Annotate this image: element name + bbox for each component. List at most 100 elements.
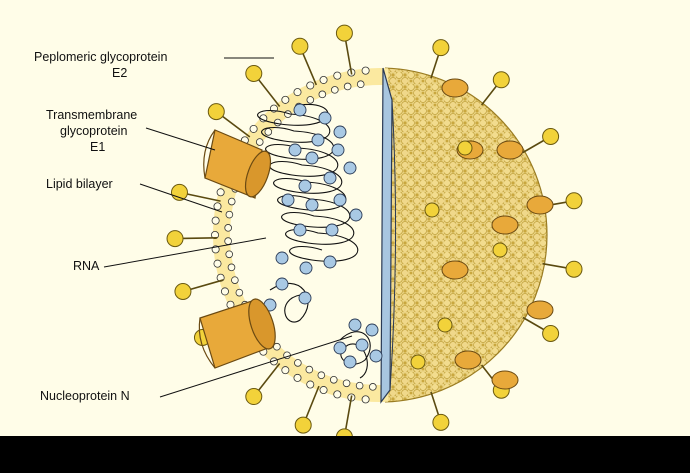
- surface-glycoprotein: [442, 261, 468, 279]
- lipid-head-inner: [265, 129, 272, 136]
- nucleoprotein-bead: [300, 262, 312, 274]
- nucleoprotein-bead: [366, 324, 378, 336]
- lipid-head-inner: [256, 139, 263, 146]
- lipid-head-inner: [319, 91, 326, 98]
- lipid-head-inner: [274, 119, 281, 126]
- lipid-head-inner: [306, 366, 313, 373]
- lipid-head-outer: [212, 217, 219, 224]
- nucleoprotein-bead: [276, 252, 288, 264]
- spike-head: [543, 129, 559, 145]
- lipid-head-inner: [307, 97, 314, 104]
- nucleoprotein-bead: [334, 194, 346, 206]
- lipid-head-outer: [320, 386, 327, 393]
- surface-glycoprotein: [492, 371, 518, 389]
- nucleoprotein-bead: [319, 112, 331, 124]
- nucleoprotein-bead: [344, 356, 356, 368]
- lipid-head-outer: [214, 260, 221, 267]
- spike-head: [433, 414, 449, 430]
- lipid-head-outer: [294, 374, 301, 381]
- spike-head: [167, 231, 183, 247]
- label-e1-line3: E1: [90, 140, 105, 154]
- surface-knob: [493, 243, 507, 257]
- nucleoprotein-bead: [334, 342, 346, 354]
- lipid-head-inner: [356, 382, 363, 389]
- spike-head: [175, 284, 191, 300]
- nucleoprotein-bead: [370, 350, 382, 362]
- surface-glycoprotein: [497, 141, 523, 159]
- nucleoprotein-bead: [324, 256, 336, 268]
- nucleoprotein-bead: [299, 292, 311, 304]
- surface-knob: [411, 355, 425, 369]
- lipid-head-outer: [320, 76, 327, 83]
- label-rna: RNA: [73, 259, 100, 273]
- lipid-head-outer: [362, 67, 369, 74]
- lipid-head-inner: [331, 86, 338, 93]
- spike-head: [433, 40, 449, 56]
- spike-head: [493, 72, 509, 88]
- spike-head: [543, 326, 559, 342]
- lipid-head-inner: [231, 277, 238, 284]
- surface-glycoprotein: [527, 301, 553, 319]
- nucleoprotein-bead: [350, 209, 362, 221]
- lipid-head-outer: [221, 288, 228, 295]
- lipid-head-outer: [282, 367, 289, 374]
- lipid-head-outer: [307, 82, 314, 89]
- nucleoprotein-bead: [294, 224, 306, 236]
- lipid-head-inner: [343, 380, 350, 387]
- lipid-head-inner: [226, 211, 233, 218]
- label-e2-line1: Peplomeric glycoprotein: [34, 50, 167, 64]
- cut-face: [381, 68, 392, 402]
- surface-glycoprotein: [527, 196, 553, 214]
- label-nucleoprotein: Nucleoprotein N: [40, 389, 130, 403]
- spike-head: [566, 193, 582, 209]
- surface-knob: [458, 141, 472, 155]
- label-e1-line2: glycoprotein: [60, 124, 127, 138]
- nucleoprotein-bead: [289, 144, 301, 156]
- surface-knob: [438, 318, 452, 332]
- lipid-head-inner: [236, 289, 243, 296]
- lipid-head-inner: [226, 251, 233, 258]
- e1-leader-line: [146, 128, 215, 150]
- spike-head: [295, 417, 311, 433]
- spike-head: [246, 389, 262, 405]
- lipid-head-inner: [330, 376, 337, 383]
- spike-head: [336, 429, 352, 436]
- nucleoprotein-bead: [344, 162, 356, 174]
- lipid-head-inner: [225, 238, 232, 245]
- surface-glycoprotein: [492, 216, 518, 234]
- lipid-head-outer: [294, 89, 301, 96]
- nucleoprotein-bead: [334, 126, 346, 138]
- surface-knob: [425, 203, 439, 217]
- lipid-head-outer: [362, 396, 369, 403]
- lipid-head-inner: [344, 83, 351, 90]
- nucleoprotein-bead: [306, 199, 318, 211]
- lipid-head-outer: [282, 96, 289, 103]
- label-lipid-bilayer: Lipid bilayer: [46, 177, 113, 191]
- virus-svg: Peplomeric glycoprotein E2 Transmembrane…: [0, 0, 690, 436]
- spike-head: [566, 261, 582, 277]
- spike-head: [292, 38, 308, 54]
- label-e1-line1: Transmembrane: [46, 108, 137, 122]
- nucleoprotein-bead: [294, 104, 306, 116]
- nucleoprotein-bead: [276, 278, 288, 290]
- surface-glycoprotein: [442, 79, 468, 97]
- nucleoprotein-bead: [349, 319, 361, 331]
- nucleoprotein-bead: [312, 134, 324, 146]
- lipid-head-inner: [318, 372, 325, 379]
- lipid-head-outer: [307, 381, 314, 388]
- lipid-head-inner: [228, 264, 235, 271]
- diagram-labels: Peplomeric glycoprotein E2 Transmembrane…: [34, 50, 167, 403]
- nucleoprotein-bead: [299, 180, 311, 192]
- lipid-head-inner: [228, 198, 235, 205]
- spike-head: [246, 65, 262, 81]
- lipid-head-outer: [334, 391, 341, 398]
- nucleoprotein-bead: [324, 172, 336, 184]
- nucleoprotein-bead: [326, 224, 338, 236]
- lipid-head-outer: [334, 72, 341, 79]
- bottom-black-bar: [0, 436, 690, 473]
- spike-head: [208, 104, 224, 120]
- lipid-head-outer: [217, 189, 224, 196]
- nucleoprotein-bead: [332, 144, 344, 156]
- surface-glycoprotein: [455, 351, 481, 369]
